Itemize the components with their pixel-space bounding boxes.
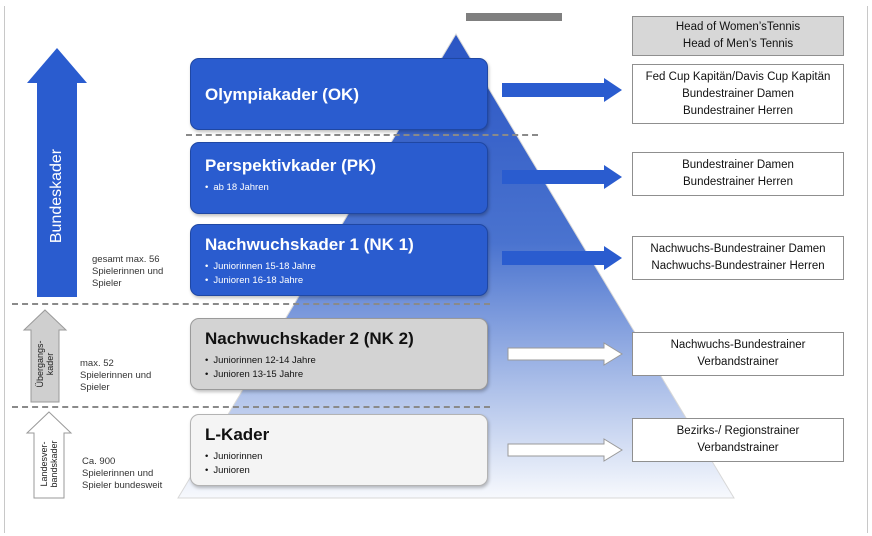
note-line: Ca. 900: [82, 456, 116, 467]
label-line: Landesver-: [39, 441, 49, 487]
level-nachwuchskader-1: Nachwuchskader 1 (NK 1) Juniorinnen 15-1…: [190, 224, 488, 296]
trainer-box-l: Bezirks-/ Regionstrainer Verbandstrainer: [632, 418, 844, 462]
note-line: Spieler bundesweit: [82, 480, 163, 491]
level-title: L-Kader: [205, 425, 270, 444]
level-bullet: Junioren: [205, 464, 473, 478]
note-line: Spielerinnen und: [82, 468, 154, 479]
trainer-box-pk: Bundestrainer Damen Bundestrainer Herren: [632, 152, 844, 196]
level-olympiakader: Olympiakader (OK): [190, 58, 488, 130]
trainer-line: Head of Men’s Tennis: [682, 38, 794, 50]
landesverbandskader-arrow-icon: [25, 411, 73, 499]
trainer-box-nk2: Nachwuchs-Bundestrainer Verbandstrainer: [632, 332, 844, 376]
level-title: Olympiakader (OK): [205, 85, 359, 104]
divider-bundes-uebergang: [12, 303, 490, 305]
trainer-line: Head of Women’sTennis: [675, 21, 801, 33]
trainer-line: Bundestrainer Herren: [683, 104, 793, 117]
arrow-ok-icon: [502, 78, 622, 102]
divider-uebergang-landes: [12, 406, 490, 408]
trainer-line: Bundestrainer Herren: [683, 176, 793, 188]
trainer-line: Bundestrainer Damen: [682, 159, 794, 171]
arrow-l-icon: [507, 438, 623, 462]
arrow-nk1-icon: [502, 246, 622, 270]
arrow-pk-icon: [502, 165, 622, 189]
level-title: Perspektivkader (PK): [205, 156, 377, 175]
level-nachwuchskader-2: Nachwuchskader 2 (NK 2) Juniorinnen 12-1…: [190, 318, 488, 390]
label-line: bandskader: [49, 440, 59, 488]
diagram-frame: [4, 6, 868, 533]
level-bullet: Juniorinnen 15-18 Jahre: [205, 260, 473, 274]
level-title: Nachwuchskader 2 (NK 2): [205, 329, 414, 348]
label-line: Übergangs-: [35, 340, 45, 388]
level-bullet: ab 18 Jahren: [205, 181, 473, 195]
note-line: Spieler: [92, 278, 122, 289]
trainer-box-ok: Fed Cup Kapitän/Davis Cup Kapitän Bundes…: [632, 64, 844, 124]
note-line: gesamt max. 56: [92, 254, 160, 265]
bundeskader-note: gesamt max. 56 Spielerinnen und Spieler: [92, 254, 163, 290]
arrow-nk2-icon: [507, 342, 623, 366]
trainer-line: Nachwuchs-Bundestrainer Herren: [651, 260, 825, 272]
uebergangskader-arrow-icon: [22, 309, 68, 403]
trainer-box-nk1: Nachwuchs-Bundestrainer Damen Nachwuchs-…: [632, 236, 844, 280]
trainer-line: Fed Cup Kapitän/Davis Cup Kapitän: [645, 70, 831, 83]
note-line: Spielerinnen und: [92, 266, 164, 277]
label-line: kader: [45, 352, 55, 376]
trainer-box-head: Head of Women’sTennis Head of Men’s Tenn…: [632, 16, 844, 56]
level-bullet: Juniorinnen: [205, 450, 473, 464]
pyramid-top-bar: [466, 13, 562, 21]
level-bullet: Junioren 13-15 Jahre: [205, 368, 473, 382]
trainer-line: Verbandstrainer: [697, 442, 779, 454]
level-bullet: Juniorinnen 12-14 Jahre: [205, 354, 473, 368]
trainer-line: Verbandstrainer: [697, 356, 779, 368]
level-perspektivkader: Perspektivkader (PK) ab 18 Jahren: [190, 142, 488, 214]
note-line: max. 52: [80, 358, 114, 369]
level-bullet: Junioren 16-18 Jahre: [205, 274, 473, 288]
uebergangskader-label: Übergangs- kader: [35, 340, 55, 387]
trainer-line: Bezirks-/ Regionstrainer: [676, 425, 800, 437]
note-line: Spieler: [80, 382, 110, 393]
landesverbandskader-note: Ca. 900 Spielerinnen und Spieler bundesw…: [82, 456, 162, 492]
trainer-line: Nachwuchs-Bundestrainer: [670, 339, 806, 351]
uebergangskader-note: max. 52 Spielerinnen und Spieler: [80, 358, 151, 394]
note-line: Spielerinnen und: [80, 370, 152, 381]
bundeskader-arrow-icon: [27, 48, 87, 297]
trainer-line: Bundestrainer Damen: [682, 87, 794, 100]
divider-ok-pk: [186, 134, 538, 136]
level-l-kader: L-Kader Juniorinnen Junioren: [190, 414, 488, 486]
landesverbandskader-label: Landesver- bandskader: [39, 440, 59, 487]
bundeskader-label: Bundeskader: [48, 148, 65, 244]
trainer-line: Nachwuchs-Bundestrainer Damen: [650, 243, 826, 255]
level-title: Nachwuchskader 1 (NK 1): [205, 235, 414, 254]
